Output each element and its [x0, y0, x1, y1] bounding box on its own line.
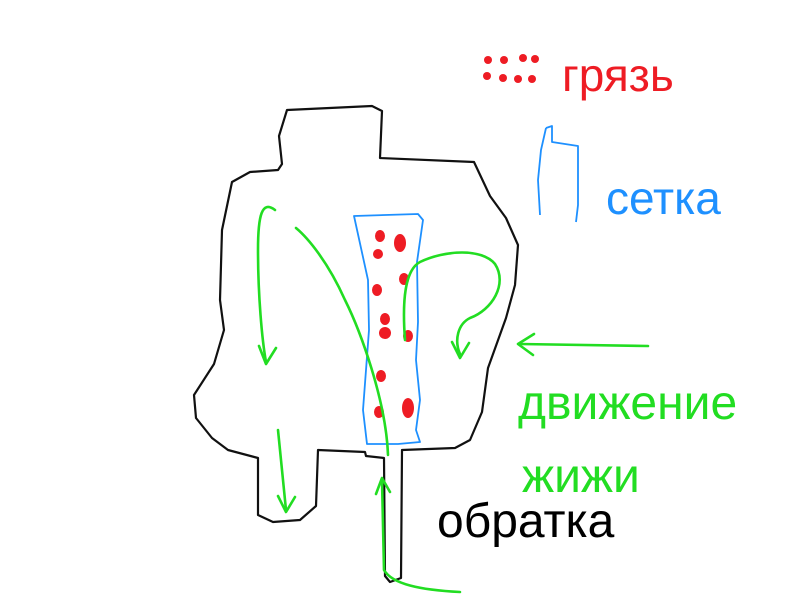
dirt-particle [372, 284, 382, 296]
mesh-outline-icon [537, 125, 579, 223]
return-label: обратка [437, 495, 615, 548]
dirt-particle [375, 230, 385, 242]
filter-body-outline [192, 104, 520, 584]
outer-flow-arrowhead [516, 332, 536, 357]
dirt-particle [380, 313, 390, 325]
dirt-particle [402, 398, 414, 418]
lower-left-flow-arrowhead [276, 494, 297, 514]
flow-label-line1: движение [518, 377, 738, 430]
left-flow-arrow [256, 205, 277, 364]
legend-mesh-label: сетка [606, 172, 721, 224]
dirt-particle [379, 327, 391, 339]
dirt-particle [376, 370, 386, 382]
legend-dirt-label: грязь [562, 49, 674, 101]
return-flow-arrow [380, 478, 462, 594]
right-flow-arrowhead [450, 340, 471, 360]
flow-arrows [256, 205, 650, 594]
outer-flow-arrow [518, 342, 650, 348]
central-flow-line [294, 226, 390, 457]
dirt-particle [394, 234, 406, 252]
flow-label-line2: жижи [522, 450, 640, 503]
dirt-particle [373, 249, 383, 259]
dirt-particles [372, 230, 414, 418]
mesh-strainer [353, 213, 424, 445]
red-dots-icon [483, 54, 539, 83]
right-flow-line [402, 251, 501, 356]
lower-left-flow-arrow [276, 428, 288, 512]
left-flow-arrowhead [257, 344, 278, 366]
return-flow-arrowhead [374, 476, 392, 496]
